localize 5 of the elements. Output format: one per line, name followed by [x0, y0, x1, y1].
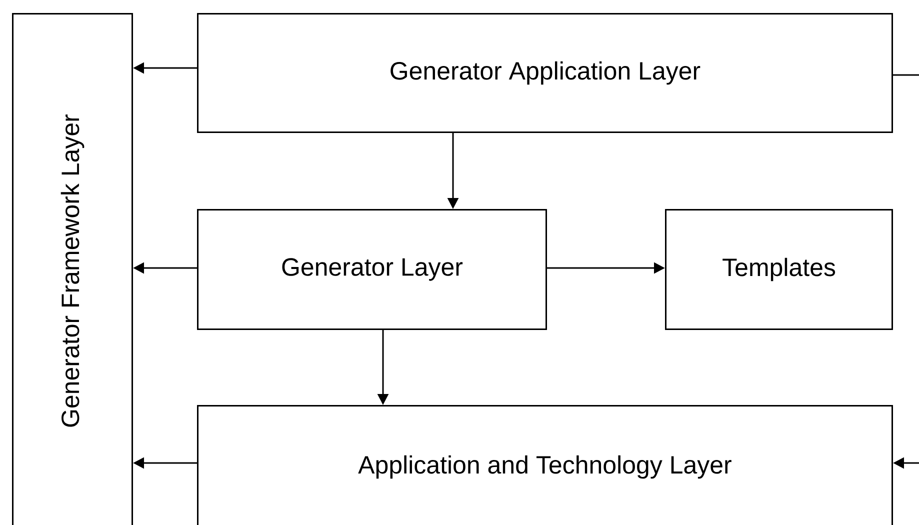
layer-box: Generator Layer [197, 209, 547, 330]
layer-box: Generator Framework Layer [12, 13, 133, 525]
layer-box: Templates [665, 209, 893, 330]
layer-box: Application and Technology Layer [197, 405, 893, 525]
layer-box: Generator Application Layer [197, 13, 893, 133]
